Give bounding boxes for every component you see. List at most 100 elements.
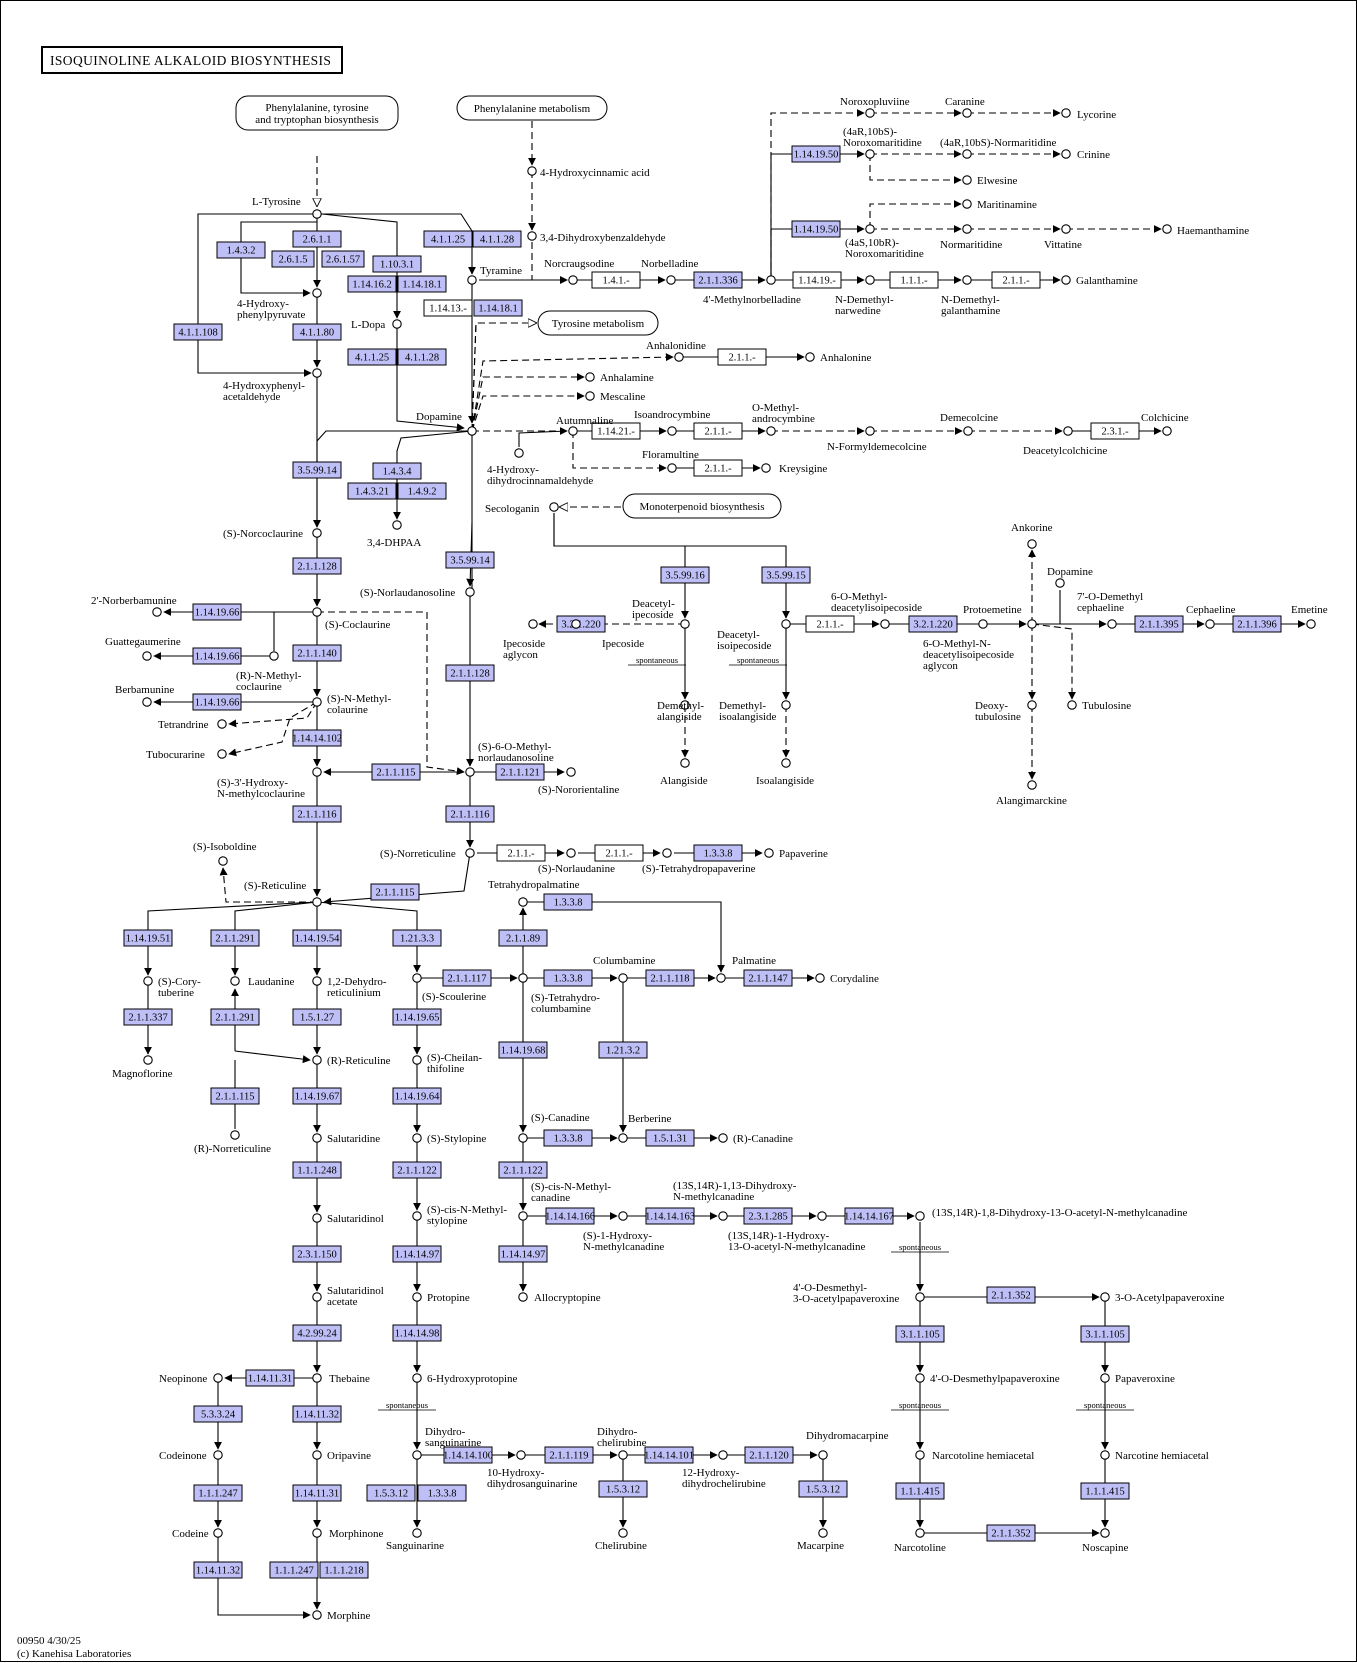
enzyme-box[interactable]: 2.1.1.147 — [743, 969, 793, 987]
compound-node[interactable] — [392, 319, 402, 329]
enzyme-box[interactable]: 2.1.1.- — [717, 348, 767, 366]
enzyme-box[interactable]: 3.1.1.105 — [1080, 1325, 1130, 1343]
enzyme-box[interactable]: 2.6.1.1 — [292, 230, 342, 248]
enzyme-box[interactable]: 2.1.1.291 — [210, 929, 260, 947]
enzyme-rect[interactable] — [498, 1041, 548, 1059]
enzyme-box[interactable]: 2.1.1.352 — [986, 1286, 1036, 1304]
enzyme-box[interactable]: 3.1.1.105 — [895, 1325, 945, 1343]
compound-node[interactable] — [312, 1055, 322, 1065]
enzyme-rect[interactable] — [392, 1008, 442, 1026]
enzyme-box[interactable]: 1.14.14.163 — [645, 1207, 695, 1225]
enzyme-rect[interactable] — [496, 844, 546, 862]
compound-node[interactable] — [666, 275, 676, 285]
enzyme-box[interactable]: 1.3.3.8 — [543, 969, 593, 987]
compound-node[interactable] — [1027, 700, 1037, 710]
compound-node[interactable] — [915, 1211, 925, 1221]
enzyme-box[interactable]: 1.1.1.- — [889, 271, 939, 289]
enzyme-box[interactable]: 4.1.1.80 — [292, 323, 342, 341]
enzyme-rect[interactable] — [193, 1561, 243, 1579]
enzyme-rect[interactable] — [192, 603, 242, 621]
enzyme-rect[interactable] — [392, 929, 442, 947]
compound-node[interactable] — [1063, 426, 1073, 436]
compound-node[interactable] — [312, 976, 322, 986]
enzyme-rect[interactable] — [498, 1161, 548, 1179]
enzyme-box[interactable]: 1.14.11.32 — [292, 1405, 342, 1423]
enzyme-box[interactable]: 1.14.18.1 — [473, 299, 523, 317]
compound-node[interactable] — [1061, 108, 1071, 118]
compound-node[interactable] — [915, 1373, 925, 1383]
pathway-map-link[interactable]: Monoterpenoid biosynthesis — [622, 493, 782, 519]
enzyme-box[interactable]: 1.14.19.54 — [292, 929, 342, 947]
enzyme-rect[interactable] — [292, 230, 342, 248]
enzyme-rect[interactable] — [319, 1561, 369, 1579]
compound-node[interactable] — [618, 973, 628, 983]
compound-node[interactable] — [518, 1133, 528, 1143]
compound-node[interactable] — [142, 651, 152, 661]
compound-node[interactable] — [392, 520, 402, 530]
compound-node[interactable] — [465, 587, 475, 597]
enzyme-rect[interactable] — [292, 644, 342, 662]
enzyme-rect[interactable] — [445, 664, 495, 682]
compound-node[interactable] — [518, 1211, 528, 1221]
enzyme-box[interactable]: 1.1.1.415 — [895, 1482, 945, 1500]
compound-node[interactable] — [718, 1450, 728, 1460]
compound-node[interactable] — [585, 391, 595, 401]
compound-node[interactable] — [618, 1450, 628, 1460]
enzyme-box[interactable]: 1.5.3.12 — [598, 1480, 648, 1498]
enzyme-box[interactable]: 2.1.1.116 — [445, 805, 495, 823]
enzyme-rect[interactable] — [761, 566, 811, 584]
enzyme-rect[interactable] — [347, 482, 397, 500]
enzyme-rect[interactable] — [392, 1324, 442, 1342]
enzyme-box[interactable]: 1.14.19.51 — [123, 929, 173, 947]
enzyme-box[interactable]: 4.1.1.25 — [347, 348, 397, 366]
enzyme-rect[interactable] — [1080, 1482, 1130, 1500]
enzyme-rect[interactable] — [193, 1484, 243, 1502]
enzyme-box[interactable]: 1.14.11.31 — [292, 1484, 342, 1502]
compound-node[interactable] — [312, 1213, 322, 1223]
compound-node[interactable] — [312, 1450, 322, 1460]
compound-node[interactable] — [312, 897, 322, 907]
enzyme-rect[interactable] — [292, 461, 342, 479]
compound-node[interactable] — [568, 426, 578, 436]
compound-node[interactable] — [915, 1528, 925, 1538]
compound-node[interactable] — [213, 1528, 223, 1538]
compound-node[interactable] — [571, 619, 581, 629]
enzyme-rect[interactable] — [644, 1446, 694, 1464]
enzyme-rect[interactable] — [192, 693, 242, 711]
compound-node[interactable] — [865, 224, 875, 234]
enzyme-box[interactable]: 1.14.19.66 — [192, 603, 242, 621]
enzyme-rect[interactable] — [792, 271, 842, 289]
compound-node[interactable] — [213, 1450, 223, 1460]
enzyme-box[interactable]: 2.1.1.337 — [123, 1008, 173, 1026]
enzyme-rect[interactable] — [392, 1087, 442, 1105]
map-box[interactable] — [456, 95, 608, 121]
enzyme-box[interactable]: 1.14.19.68 — [498, 1041, 548, 1059]
enzyme-box[interactable]: 4.2.99.24 — [292, 1324, 342, 1342]
enzyme-box[interactable]: 1.14.19.50 — [791, 145, 841, 163]
enzyme-box[interactable]: 2.1.1.396 — [1232, 615, 1282, 633]
enzyme-rect[interactable] — [472, 230, 522, 248]
enzyme-rect[interactable] — [347, 348, 397, 366]
compound-node[interactable] — [718, 1211, 728, 1221]
compound-node[interactable] — [1100, 1528, 1110, 1538]
enzyme-rect[interactable] — [498, 929, 548, 947]
enzyme-rect[interactable] — [417, 1484, 467, 1502]
compound-node[interactable] — [312, 607, 322, 617]
compound-node[interactable] — [312, 1133, 322, 1143]
compound-node[interactable] — [865, 426, 875, 436]
enzyme-box[interactable]: 1.14.19.50 — [791, 220, 841, 238]
enzyme-box[interactable]: 1.4.3.4 — [372, 462, 422, 480]
enzyme-rect[interactable] — [693, 271, 743, 289]
compound-node[interactable] — [680, 758, 690, 768]
enzyme-box[interactable]: 1.1.1.248 — [292, 1161, 342, 1179]
enzyme-rect[interactable] — [591, 271, 641, 289]
enzyme-rect[interactable] — [1080, 1325, 1130, 1343]
enzyme-rect[interactable] — [292, 1405, 342, 1423]
enzyme-box[interactable]: 2.1.1.- — [594, 844, 644, 862]
enzyme-box[interactable]: 1.14.14.98 — [392, 1324, 442, 1342]
compound-node[interactable] — [815, 973, 825, 983]
enzyme-box[interactable]: 2.1.1.115 — [371, 763, 421, 781]
enzyme-box[interactable]: 2.1.1.140 — [292, 644, 342, 662]
enzyme-rect[interactable] — [292, 1484, 342, 1502]
